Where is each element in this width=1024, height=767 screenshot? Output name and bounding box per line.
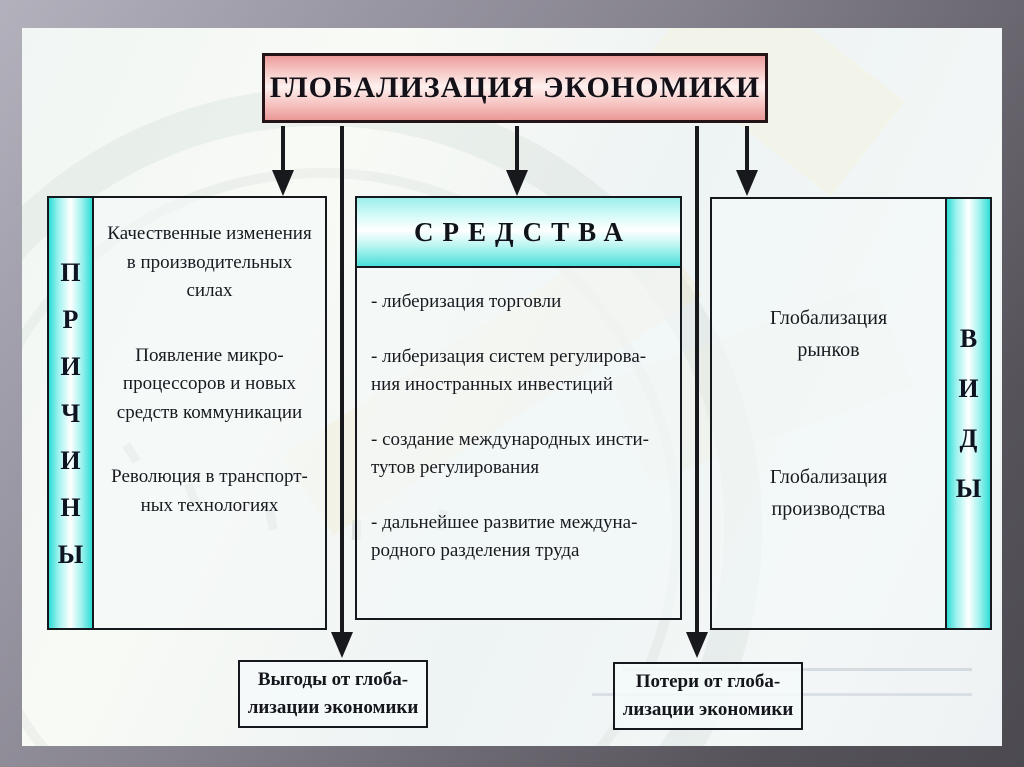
arrow-title-to-causes-head-icon — [272, 170, 294, 196]
types-item: Глобализация производства — [769, 466, 888, 520]
causes-column: П Р И Ч И Н Ы Качественные изменения в п… — [47, 196, 327, 630]
arrow-title-to-types-head-icon — [736, 170, 758, 196]
means-item: - либеризация торговли — [371, 291, 562, 312]
types-side-label: В И Д Ы — [955, 323, 982, 503]
arrow-title-to-means-head-icon — [506, 170, 528, 196]
arrow-title-to-benefits-line — [340, 126, 344, 633]
causes-item: Революция в транспорт- ных технологиях — [111, 466, 308, 516]
arrow-title-to-types-line — [745, 126, 749, 172]
means-item: - создание международных инсти- тутов ре… — [371, 428, 650, 479]
arrow-title-to-benefits-head-icon — [331, 632, 353, 658]
means-item: - дальнейшее развитие междуна- родного р… — [371, 511, 638, 562]
causes-item: Качественные изменения в производительны… — [107, 223, 312, 301]
benefits-box: Выгоды от глоба- лизации экономики — [238, 660, 428, 728]
types-content: Глобализация рынков Глобализация произво… — [712, 199, 945, 628]
types-side-strip: В И Д Ы — [945, 199, 990, 628]
means-content: - либеризация торговли - либеризация сис… — [357, 268, 680, 618]
means-item: - либеризация систем регулирова- ния ино… — [371, 345, 647, 396]
arrow-title-to-losses-line — [695, 126, 699, 633]
losses-box: Потери от глоба- лизации экономики — [613, 662, 803, 730]
title-box: ГЛОБАЛИЗАЦИЯ ЭКОНОМИКИ — [262, 53, 768, 123]
means-header: СРЕДСТВА — [357, 198, 680, 268]
causes-side-label: П Р И Ч И Н Ы — [57, 257, 84, 569]
types-item: Глобализация рынков — [769, 307, 888, 361]
causes-item: Появление микро- процессоров и новых сре… — [116, 344, 303, 423]
means-column: СРЕДСТВА - либеризация торговли - либери… — [355, 196, 682, 620]
slide-canvas: ГЛОБАЛИЗАЦИЯ ЭКОНОМИКИ П Р И Ч И Н Ы Кач… — [22, 28, 1002, 746]
arrow-title-to-losses-head-icon — [686, 632, 708, 658]
arrow-title-to-means-line — [515, 126, 519, 172]
causes-side-strip: П Р И Ч И Н Ы — [49, 198, 94, 628]
causes-content: Качественные изменения в производительны… — [94, 198, 325, 628]
arrow-title-to-causes-line — [281, 126, 285, 172]
types-column: Глобализация рынков Глобализация произво… — [710, 197, 992, 630]
